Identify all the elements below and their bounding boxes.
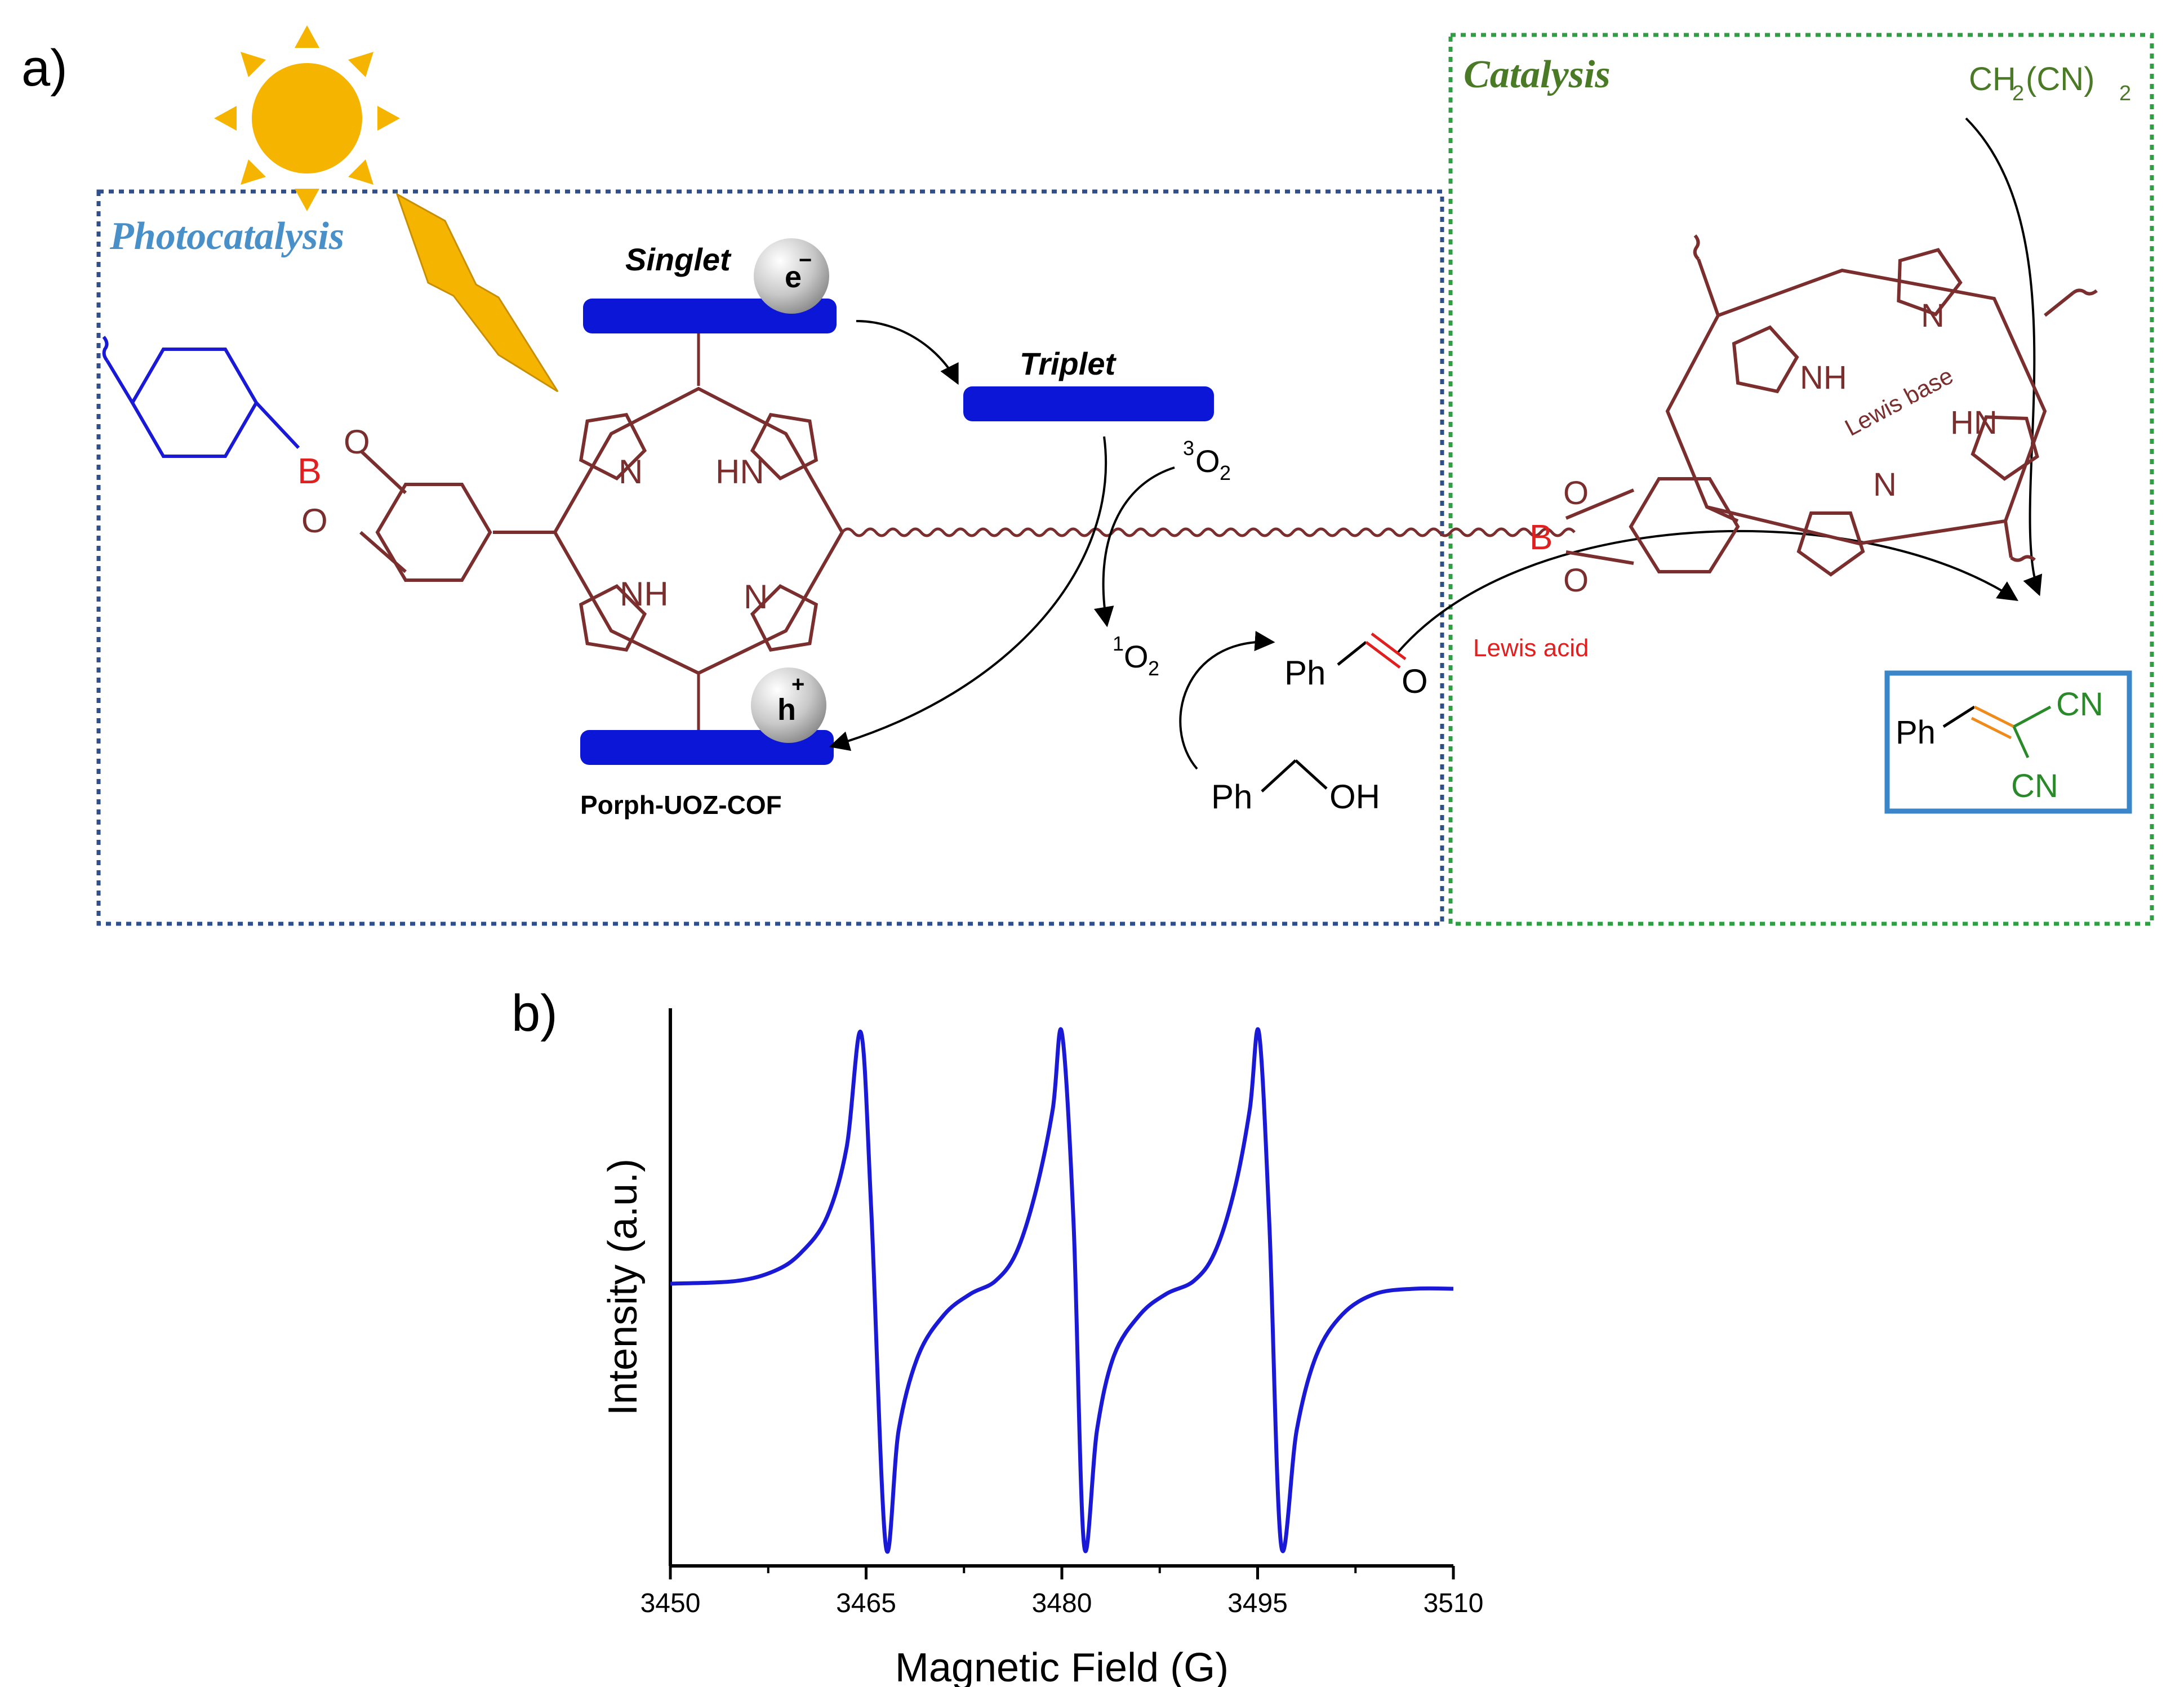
photocatalysis-title: Photocatalysis	[109, 215, 344, 258]
x-tick-label: 3480	[1032, 1588, 1092, 1618]
pyrrole-nh-left: NH	[620, 575, 669, 613]
boron-right: B	[1529, 518, 1553, 557]
ring-o2-right: O	[1563, 562, 1589, 599]
catalysis-box	[1448, 33, 2154, 926]
pyrrole-hn-left: HN	[715, 453, 764, 491]
pyrrole-nh-right: NH	[1800, 359, 1847, 396]
pyrrole-n2-left: N	[744, 578, 768, 616]
x-tick-label: 3465	[836, 1588, 896, 1618]
cof-name: Porph-UOZ-COF	[580, 790, 782, 820]
electron-sphere: e −	[754, 238, 829, 314]
isc-arrow	[856, 320, 959, 385]
hole-charge: +	[791, 672, 804, 697]
panel-a-label: a)	[21, 39, 68, 97]
triplet-band	[963, 386, 1214, 421]
ring-o1-left: O	[344, 423, 370, 461]
malononitrile-label: CH 2 (CN) 2	[1969, 61, 2131, 105]
pyrrole-hn-right: HN	[1950, 404, 1998, 441]
ring-o2-left: O	[301, 502, 328, 540]
triplet-oxygen: 3 O 2	[1183, 437, 1231, 484]
phenyl-linker	[102, 336, 300, 458]
malononitrile-ch: CH	[1969, 61, 2016, 97]
aldehyde-to-product-arrow	[1396, 529, 2019, 655]
x-tick-label: 3510	[1424, 1588, 1484, 1618]
benzaldehyde-o: O	[1402, 662, 1428, 700]
singlet-oxygen: 1 O 2	[1113, 632, 1159, 680]
relax-arrow	[829, 436, 1107, 751]
oxidation-arrow	[1179, 631, 1275, 770]
product-cn1: CN	[2056, 686, 2103, 723]
x-tick-label: 3495	[1227, 1588, 1288, 1618]
hole-sphere: h +	[751, 667, 826, 743]
malononitrile-sub2: 2	[2119, 82, 2131, 105]
porphyrin-core-left	[553, 386, 844, 675]
ring-o1-right: O	[1563, 475, 1589, 511]
triplet-label: Triplet	[1020, 346, 1117, 381]
electron-charge: −	[799, 248, 812, 273]
electron-symbol: e	[785, 260, 802, 294]
catalysis-title: Catalysis	[1464, 53, 1611, 96]
singlet-label: Singlet	[625, 242, 732, 277]
panel-b-label: b)	[511, 985, 558, 1042]
pyrrole-n2-right: N	[1873, 466, 1897, 503]
triplet-oxygen-sub: 2	[1220, 461, 1231, 484]
pyrrole-n-left: N	[619, 453, 643, 491]
wavy-bond	[841, 527, 1576, 537]
hole-band	[580, 730, 834, 765]
singlet-oxygen-symbol: O	[1124, 639, 1149, 674]
product-box	[1884, 670, 2132, 814]
x-axis-title: Magnetic Field (G)	[895, 1645, 1229, 1687]
pyrrole-n-right: N	[1921, 297, 1945, 334]
y-axis-title: Intensity (a.u.)	[601, 1159, 646, 1416]
panel-a: a) Photocatalysis Catalysis Si	[21, 25, 2154, 926]
photocatalysis-box	[96, 189, 1444, 926]
malononitrile-arrow	[1965, 117, 2043, 597]
benzaldehyde-ph: Ph	[1284, 654, 1325, 692]
hole-symbol: h	[777, 693, 796, 727]
malononitrile-sub1: 2	[2012, 82, 2024, 105]
sun-icon	[214, 25, 400, 211]
porphyrin-core-right	[1665, 234, 2098, 575]
x-tick-label: 3450	[640, 1588, 701, 1618]
benzyl-alcohol-ph: Ph	[1211, 778, 1252, 816]
product-ph: Ph	[1896, 714, 1936, 751]
benzyl-alcohol-oh: OH	[1329, 778, 1380, 816]
triplet-oxygen-sup: 3	[1183, 437, 1194, 460]
singlet-oxygen-sub: 2	[1148, 657, 1159, 680]
malononitrile-cn: (CN)	[2026, 61, 2094, 97]
product-cn2: CN	[2011, 768, 2058, 804]
lightning-bolt-icon	[395, 192, 559, 393]
singlet-oxygen-sup: 1	[1113, 632, 1124, 655]
lewis-base-label: Lewis base	[1840, 362, 1958, 441]
boron-left: B	[297, 451, 322, 491]
oxygen-arrow	[1093, 466, 1175, 627]
series-line-0	[670, 1027, 1454, 1554]
triplet-oxygen-symbol: O	[1195, 443, 1220, 479]
lewis-acid-label: Lewis acid	[1473, 634, 1589, 662]
